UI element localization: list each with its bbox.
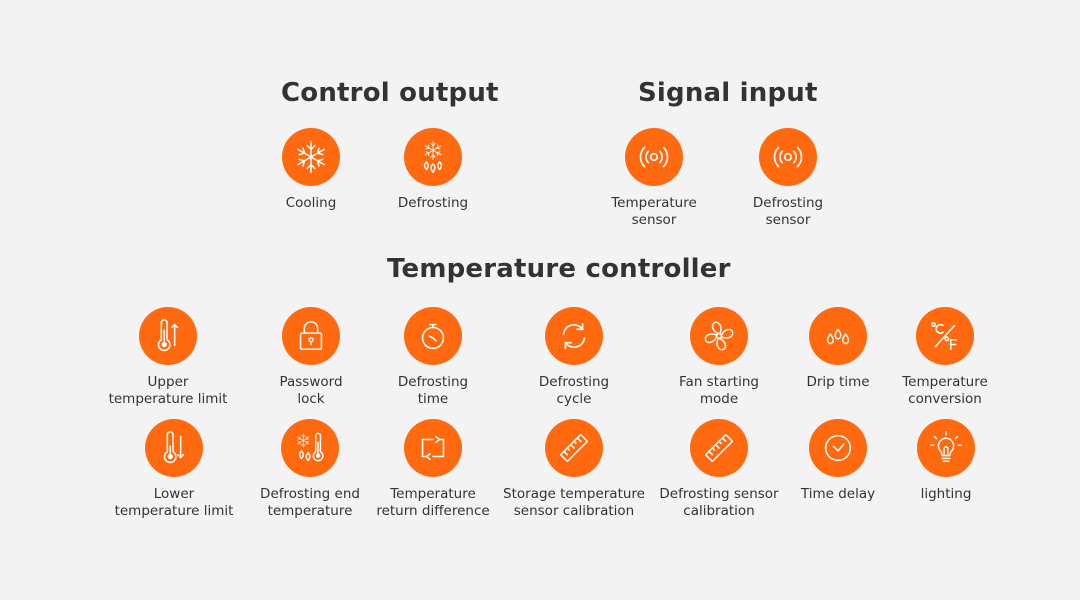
feature-defrosting-sensor: Defrosting sensor xyxy=(698,128,878,229)
feature-label: Upper temperature limit xyxy=(108,374,228,407)
drops-icon xyxy=(809,307,867,365)
signal-sensor-icon xyxy=(625,128,683,186)
feature-label: Defrosting sensor xyxy=(752,195,824,228)
ruler-icon xyxy=(545,419,603,477)
return-arrows-icon xyxy=(404,419,462,477)
snowflake-drop-icon xyxy=(404,128,462,186)
feature-label: Lower temperature limit xyxy=(114,486,234,519)
feature-label: Defrosting xyxy=(397,195,469,211)
feature-fan-starting-mode: Fan starting mode xyxy=(629,307,809,408)
thermometer-down-icon xyxy=(145,419,203,477)
temperature-controller-heading: Temperature controller xyxy=(387,254,731,284)
feature-defrosting-end-temperature: Defrosting end temperature xyxy=(220,419,400,520)
feature-label: Defrosting sensor calibration xyxy=(659,486,779,519)
feature-label: Defrosting cycle xyxy=(538,374,610,407)
control-output-heading: Control output xyxy=(281,78,499,108)
feature-cooling: Cooling xyxy=(221,128,401,212)
feature-label: lighting xyxy=(920,486,972,502)
signal-input-heading: Signal input xyxy=(638,78,818,108)
feature-time-delay: Time delay xyxy=(748,419,928,503)
feature-temperature-return-difference: Temperature return difference xyxy=(343,419,523,520)
feature-label: Cooling xyxy=(285,195,337,211)
celsius-fahrenheit-icon xyxy=(916,307,974,365)
ruler-icon xyxy=(690,419,748,477)
snowflake-thermometer-icon xyxy=(281,419,339,477)
feature-label: Temperature return difference xyxy=(376,486,490,519)
feature-label: Defrosting time xyxy=(397,374,469,407)
feature-defrosting-sensor-calibration: Defrosting sensor calibration xyxy=(629,419,809,520)
light-bulb-icon xyxy=(917,419,975,477)
feature-drip-time: Drip time xyxy=(748,307,928,391)
feature-lower-temperature-limit: Lower temperature limit xyxy=(84,419,264,520)
snowflake-icon xyxy=(282,128,340,186)
cycle-arrows-icon xyxy=(545,307,603,365)
feature-temperature-conversion: Temperature conversion xyxy=(855,307,1035,408)
feature-label: Storage temperature sensor calibration xyxy=(503,486,645,519)
feature-label: Password lock xyxy=(279,374,343,407)
feature-label: Drip time xyxy=(806,374,870,390)
feature-lighting: lighting xyxy=(856,419,1036,503)
padlock-icon xyxy=(282,307,340,365)
signal-sensor-icon xyxy=(759,128,817,186)
feature-label: Time delay xyxy=(800,486,876,502)
feature-password-lock: Password lock xyxy=(221,307,401,408)
thermometer-up-icon xyxy=(139,307,197,365)
feature-label: Temperature conversion xyxy=(902,374,988,407)
feature-upper-temperature-limit: Upper temperature limit xyxy=(78,307,258,408)
fan-icon xyxy=(690,307,748,365)
feature-label: Temperature sensor xyxy=(611,195,697,228)
feature-defrosting-cycle: Defrosting cycle xyxy=(484,307,664,408)
feature-defrosting-time: Defrosting time xyxy=(343,307,523,408)
feature-temperature-sensor: Temperature sensor xyxy=(564,128,744,229)
feature-defrosting: Defrosting xyxy=(343,128,523,212)
stopwatch-icon xyxy=(404,307,462,365)
feature-label: Defrosting end temperature xyxy=(260,486,360,519)
clock-icon xyxy=(809,419,867,477)
feature-label: Fan starting mode xyxy=(679,374,759,407)
feature-storage-temperature-sensor-calibration: Storage temperature sensor calibration xyxy=(484,419,664,520)
